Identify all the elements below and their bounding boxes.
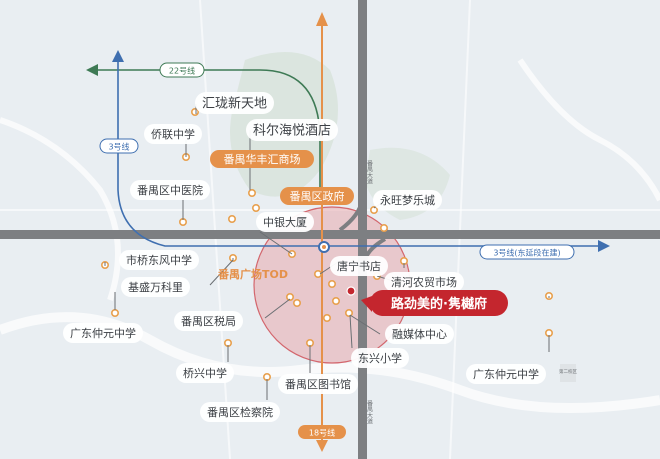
- poi-dot: [331, 296, 340, 305]
- poi-badge: [385, 324, 454, 344]
- poi-dot: [379, 224, 388, 233]
- poi-dot: [344, 308, 353, 317]
- poi-badge: [200, 402, 280, 422]
- poi-dot: [252, 204, 261, 213]
- line18-label: 18号线: [309, 428, 335, 438]
- poi-label: 广东仲元中学: [70, 326, 136, 340]
- line18-badge: [298, 425, 346, 439]
- poi-label: 侨联中学: [151, 127, 195, 141]
- arrow-up-icon: [316, 12, 328, 26]
- arrow-left-icon: [86, 64, 98, 76]
- poi-label: 汇珑新天地: [202, 96, 267, 112]
- leader-line: [349, 314, 381, 335]
- line3-east-badge: [479, 244, 575, 260]
- project-location-icon: [346, 286, 356, 296]
- poi-badge: [330, 256, 388, 276]
- tod-label: 番禺广场TOD: [217, 267, 288, 281]
- minor-road: [449, 0, 471, 459]
- poi-badge: [121, 277, 190, 297]
- poi-badge: [256, 212, 314, 232]
- road-label: 番禺大道: [366, 400, 373, 425]
- project-callout: [370, 290, 508, 316]
- poi-dot: [111, 308, 120, 317]
- poi-label: 清河农贸市场: [391, 275, 457, 289]
- poi-label: 番禺区税局: [181, 314, 236, 328]
- poi-label: 永旺梦乐城: [380, 193, 435, 207]
- metro-line-3: [117, 60, 600, 247]
- arrow-right-icon: [598, 240, 610, 252]
- poi-orange-label: 番禺区政府: [290, 189, 345, 203]
- road-ramp: [338, 199, 364, 232]
- campus-note: 第二校区: [559, 368, 577, 375]
- line22-label: 22号线: [169, 66, 195, 76]
- poi-dot: [322, 313, 331, 322]
- poi-label: 东兴小学: [358, 351, 402, 365]
- line3-east-label: 3号线(东延段在建): [493, 248, 560, 258]
- poi-badge: [373, 190, 442, 210]
- poi-label: 中银大厦: [263, 215, 307, 229]
- poi-orange-label: 番禺华丰汇商场: [224, 152, 301, 166]
- poi-dot: [369, 206, 378, 215]
- poi-badge: [119, 250, 199, 270]
- poi-badge: [466, 364, 546, 384]
- poi-badge: [174, 311, 243, 331]
- poi-badge: [144, 124, 202, 144]
- interchange-station-icon: [322, 245, 326, 249]
- leader-line: [209, 258, 234, 286]
- poi-badge: [130, 180, 210, 200]
- poi-badge: [176, 363, 234, 383]
- poi-badge: [384, 272, 464, 292]
- project-callout-pointer: [361, 296, 372, 312]
- road-vertical: [358, 0, 367, 459]
- leader-line: [264, 298, 291, 319]
- poi-label: 桥兴中学: [183, 366, 227, 380]
- poi-badge: [246, 119, 338, 141]
- poi-label: 广东仲元中学: [473, 367, 539, 381]
- line3-badge: [99, 138, 139, 154]
- poi-dot: [285, 292, 294, 301]
- line22-badge: [159, 62, 205, 78]
- poi-dot: [292, 298, 301, 307]
- poi-dot: [327, 279, 336, 288]
- river: [0, 117, 121, 301]
- line3-label: 3号线: [108, 142, 129, 152]
- poi-badge: [195, 92, 274, 114]
- arrow-up-icon: [112, 50, 124, 62]
- poi-badge: [63, 323, 143, 343]
- poi-label: 科尔海悦酒店: [253, 124, 331, 139]
- poi-label: 番禺区中医院: [137, 183, 203, 197]
- road-label: 番禺大道: [366, 160, 373, 185]
- poi-badge: [351, 348, 409, 368]
- leader-line: [349, 314, 353, 349]
- project-name: 路劲美的·隽樾府: [391, 296, 487, 312]
- poi-badge: [278, 374, 358, 394]
- poi-label: 基盛万科里: [128, 280, 183, 294]
- poi-label: 番禺区检察院: [207, 405, 273, 419]
- poi-orange-badge: [210, 150, 314, 168]
- poi-label: 唐宁书店: [337, 259, 381, 273]
- campus-note-box: [560, 364, 576, 382]
- poi-label: 融媒体中心: [392, 327, 447, 341]
- leader-line: [259, 231, 293, 255]
- poi-label: 番禺区图书馆: [285, 377, 351, 391]
- arrow-down-icon: [316, 440, 328, 452]
- poi-dot: [313, 269, 322, 278]
- poi-orange-badge: [280, 187, 354, 205]
- poi-dot: [228, 215, 237, 224]
- poi-dot: [248, 189, 257, 198]
- river: [517, 58, 660, 202]
- poi-label: 市桥东风中学: [126, 253, 192, 267]
- road-horizontal: [0, 230, 660, 239]
- poi-dot: [191, 108, 200, 117]
